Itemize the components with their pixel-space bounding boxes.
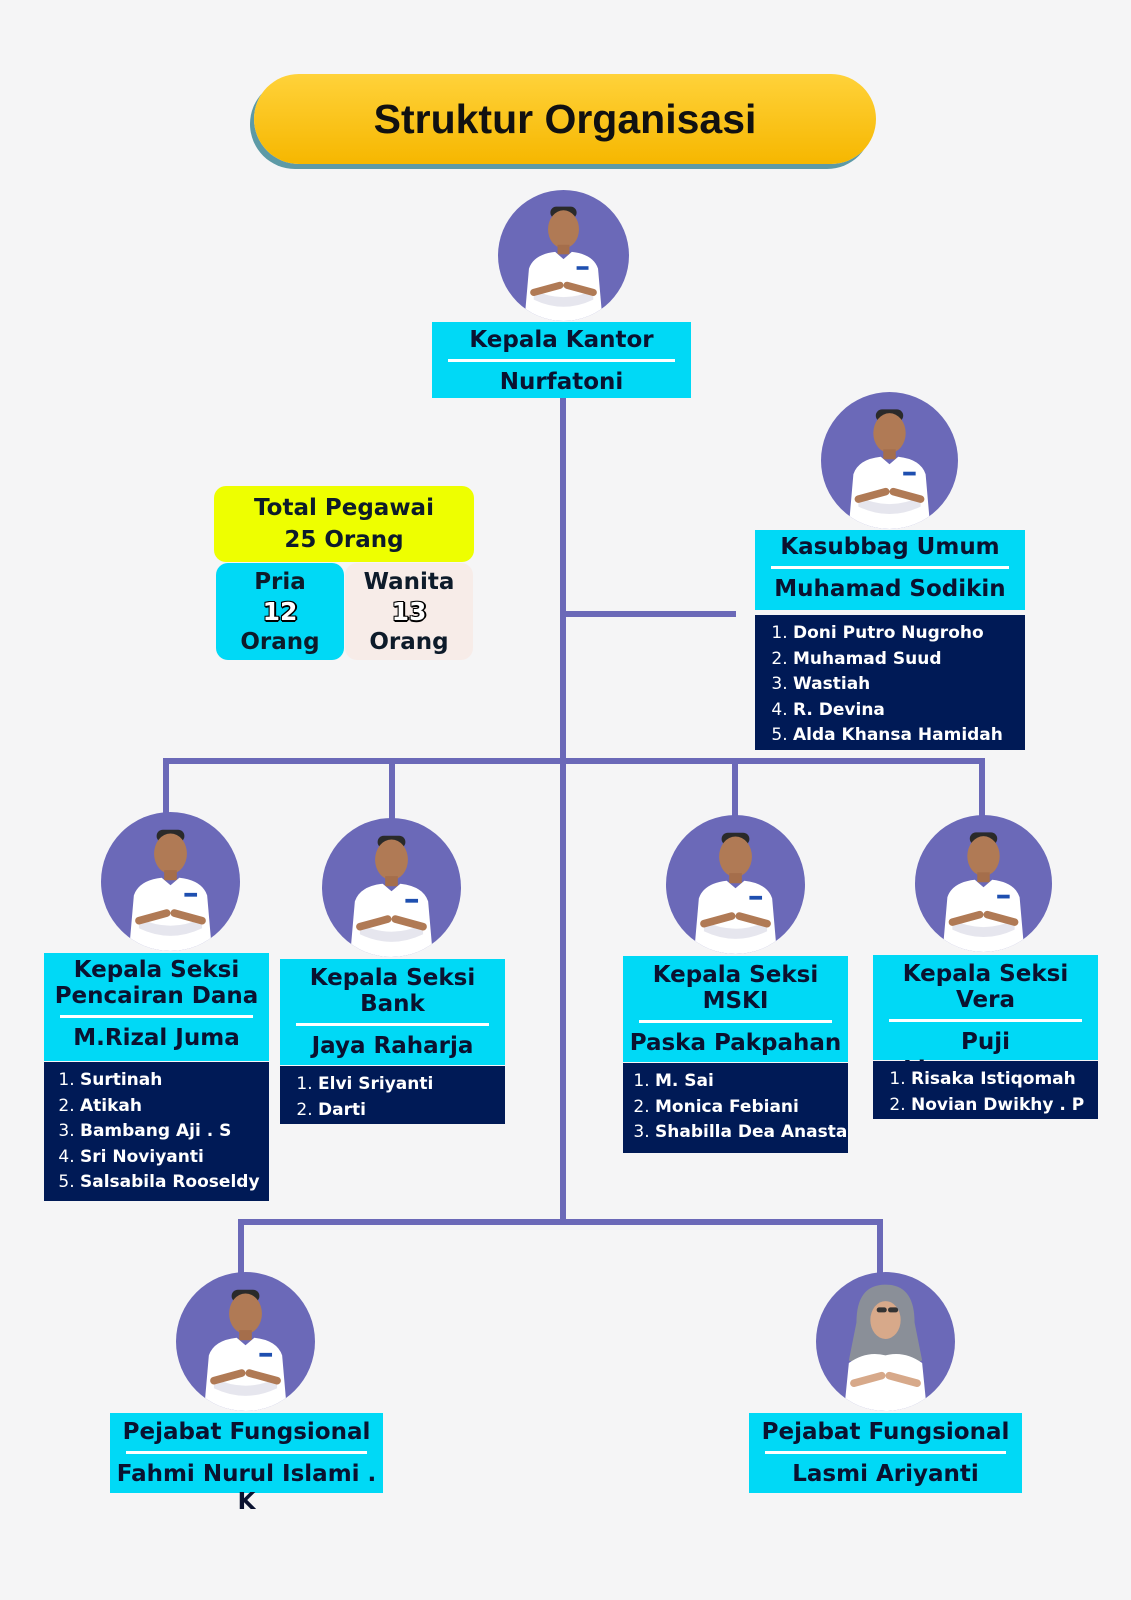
female-label: Wanita bbox=[363, 569, 455, 595]
person-name: Jaya Raharja bbox=[311, 1033, 474, 1059]
staff-list-mski: M. Sai Monica Febiani Shabilla Dea Anast… bbox=[623, 1063, 848, 1153]
list-item: Muhamad Suud bbox=[793, 647, 1025, 673]
avatar-section-bank bbox=[322, 818, 461, 957]
divider bbox=[771, 566, 1009, 569]
male-label: Pria bbox=[254, 569, 306, 595]
role-label: Kasubbag Umum bbox=[780, 534, 1000, 560]
person-name: M.Rizal Juma bbox=[73, 1025, 240, 1051]
role-label: MSKI bbox=[702, 988, 769, 1014]
list-item: R. Devina bbox=[793, 698, 1025, 724]
divider bbox=[765, 1451, 1006, 1454]
list-item: Alda Khansa Hamidah bbox=[793, 723, 1025, 749]
male-count: 12 bbox=[262, 597, 298, 626]
avatar-section-vera bbox=[915, 815, 1052, 952]
staff-list-bank: Elvi Sriyanti Darti bbox=[280, 1066, 505, 1124]
female-unit: Orang bbox=[369, 629, 449, 655]
staff-list-pencairan-dana: Surtinah Atikah Bambang Aji . S Sri Novi… bbox=[44, 1062, 269, 1201]
person-name: Muhamad Sodikin bbox=[774, 576, 1006, 602]
card-kepala-seksi-mski: Kepala Seksi MSKI Paska Pakpahan bbox=[623, 956, 848, 1062]
staff-list-vera: Risaka Istiqomah Novian Dwikhy . P bbox=[873, 1061, 1098, 1119]
list-item: Wastiah bbox=[793, 672, 1025, 698]
person-name: Lasmi Ariyanti bbox=[792, 1461, 979, 1487]
role-label: Bank bbox=[360, 991, 425, 1017]
avatar-head bbox=[498, 190, 629, 321]
person-name: Fahmi Nurul Islami . K bbox=[116, 1461, 377, 1515]
female-count-box: Wanita 13 Orang bbox=[345, 563, 473, 660]
list-item: Shabilla Dea Anasta bbox=[655, 1120, 848, 1146]
divider bbox=[639, 1020, 832, 1023]
person-name: Paska Pakpahan bbox=[629, 1030, 842, 1056]
card-pejabat-fungsional-lasmi: Pejabat Fungsional Lasmi Ariyanti bbox=[749, 1413, 1022, 1493]
list-item: Risaka Istiqomah bbox=[911, 1067, 1098, 1093]
divider bbox=[448, 359, 675, 362]
avatar-section-mski bbox=[666, 815, 805, 954]
divider bbox=[126, 1451, 367, 1454]
total-employees-box: Total Pegawai 25 Orang bbox=[214, 486, 474, 562]
list-item: M. Sai bbox=[655, 1069, 848, 1095]
divider bbox=[60, 1015, 253, 1018]
total-value: 25 Orang bbox=[284, 527, 404, 553]
role-label: Kepala Seksi bbox=[309, 965, 476, 991]
role-label: Kepala Seksi bbox=[902, 961, 1069, 987]
list-item: Novian Dwikhy . P bbox=[911, 1093, 1098, 1119]
card-kepala-seksi-vera: Kepala Seksi Vera Puji Linggaswara bbox=[873, 955, 1098, 1083]
role-label: Pejabat Fungsional bbox=[122, 1419, 371, 1445]
card-kepala-seksi-bank: Kepala Seksi Bank Jaya Raharja bbox=[280, 959, 505, 1065]
staff-list-kasubbag: Doni Putro Nugroho Muhamad Suud Wastiah … bbox=[755, 615, 1025, 750]
role-label: Kepala Seksi bbox=[652, 962, 819, 988]
list-item: Monica Febiani bbox=[655, 1095, 848, 1121]
female-count: 13 bbox=[391, 597, 427, 626]
role-label: Pejabat Fungsional bbox=[761, 1419, 1010, 1445]
card-kepala-seksi-pencairan-dana: Kepala Seksi Pencairan Dana M.Rizal Juma bbox=[44, 953, 269, 1061]
list-item: Doni Putro Nugroho bbox=[793, 621, 1025, 647]
list-item: Surtinah bbox=[80, 1068, 269, 1094]
list-item: Elvi Sriyanti bbox=[318, 1072, 505, 1098]
page-title: Struktur Organisasi bbox=[254, 74, 876, 164]
role-label: Pencairan Dana bbox=[54, 983, 259, 1009]
male-count-box: Pria 12 Orang bbox=[216, 563, 344, 660]
role-label: Kepala Kantor bbox=[469, 327, 654, 353]
list-item: Atikah bbox=[80, 1094, 269, 1120]
list-item: Salsabila Rooseldy bbox=[80, 1170, 269, 1196]
avatar-section-pencairan-dana bbox=[101, 812, 240, 951]
total-label: Total Pegawai bbox=[254, 495, 434, 521]
male-unit: Orang bbox=[240, 629, 320, 655]
avatar-functional-fahmi bbox=[176, 1272, 315, 1411]
list-item: Sri Noviyanti bbox=[80, 1145, 269, 1171]
avatar-functional-lasmi bbox=[816, 1272, 955, 1411]
card-pejabat-fungsional-fahmi: Pejabat Fungsional Fahmi Nurul Islami . … bbox=[110, 1413, 383, 1515]
card-kepala-kantor: Kepala Kantor Nurfatoni bbox=[432, 322, 691, 398]
list-item: Darti bbox=[318, 1098, 505, 1124]
avatar-kasubbag bbox=[821, 392, 958, 529]
card-kasubbag-umum: Kasubbag Umum Muhamad Sodikin bbox=[755, 530, 1025, 610]
person-name: Nurfatoni bbox=[499, 369, 624, 395]
role-label: Vera bbox=[955, 987, 1015, 1013]
divider bbox=[889, 1019, 1082, 1022]
list-item: Bambang Aji . S bbox=[80, 1119, 269, 1145]
divider bbox=[296, 1023, 489, 1026]
role-label: Kepala Seksi bbox=[73, 957, 240, 983]
